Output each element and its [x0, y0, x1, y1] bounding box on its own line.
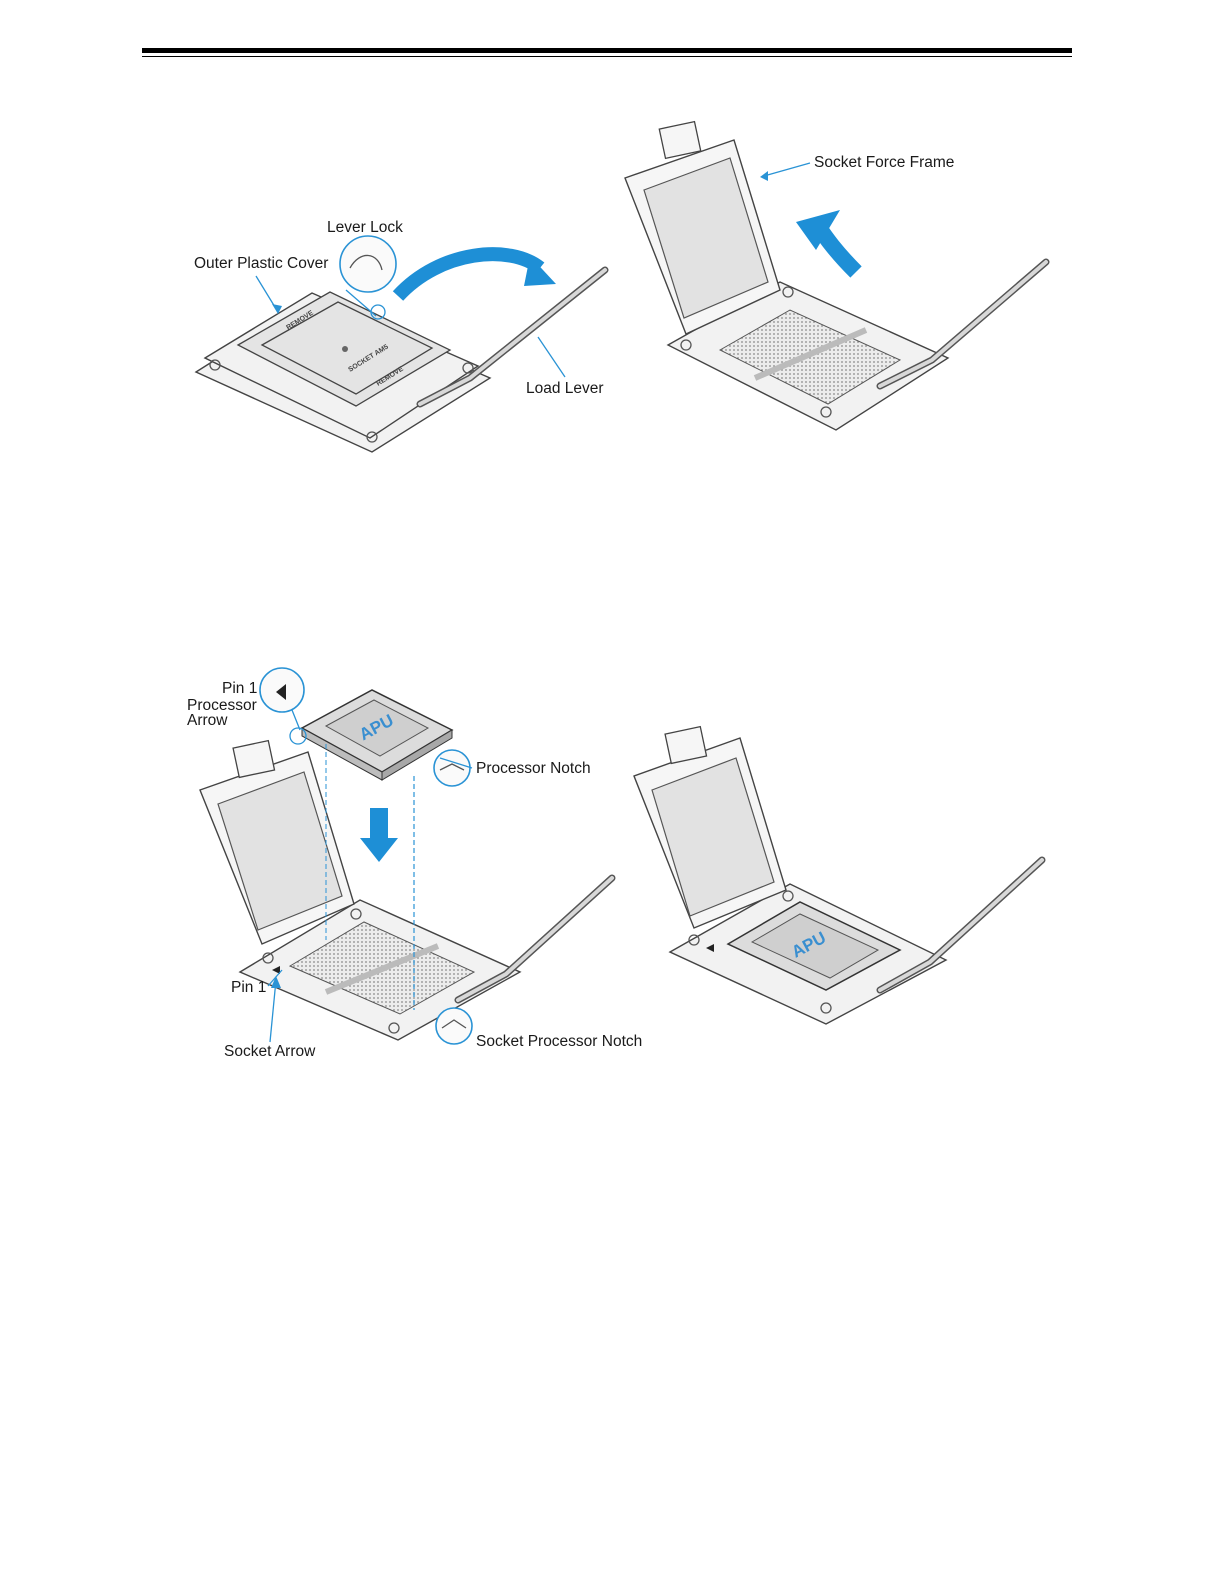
label-load-lever: Load Lever	[526, 380, 604, 397]
cover-center-dot	[342, 346, 348, 352]
figure-insert-processor: APU Pin 1 Processor Arrow Processor Notc…	[187, 668, 642, 1060]
figure-processor-installed: APU	[634, 727, 1042, 1024]
frame-tab-2	[659, 122, 700, 159]
label-pin1-processor-arrow-l1: Pin 1	[222, 680, 257, 697]
open-lever-arrow	[398, 254, 540, 296]
label-pin1: Pin 1	[231, 979, 266, 996]
insert-down-arrow	[360, 808, 398, 862]
label-pin1-processor-arrow-l3: Arrow	[187, 712, 228, 729]
label-lever-lock: Lever Lock	[327, 219, 403, 236]
label-processor-notch: Processor Notch	[476, 760, 591, 777]
processor-notch-zoom	[434, 750, 470, 786]
frame-tab-3	[233, 741, 274, 778]
label-socket-force-frame: Socket Force Frame	[814, 154, 954, 171]
figure-force-frame-open: Socket Force Frame	[625, 122, 1046, 430]
leader-socket-arrow	[270, 980, 276, 1042]
figure-socket-with-cover: REMOVE SOCKET AM5 REMOVE Lever Lock Oute…	[194, 219, 605, 452]
lever-lock-zoom-circle	[340, 236, 396, 292]
pin1-zoom-leader	[292, 710, 300, 730]
leader-socket-force-frame-tip	[760, 171, 768, 181]
socket-notch-zoom	[436, 1008, 472, 1044]
label-socket-arrow: Socket Arrow	[224, 1043, 316, 1060]
leader-socket-force-frame	[764, 163, 810, 176]
label-outer-plastic-cover: Outer Plastic Cover	[194, 255, 328, 272]
leader-load-lever	[538, 337, 565, 377]
frame-tab-4	[665, 727, 706, 764]
label-socket-processor-notch: Socket Processor Notch	[476, 1033, 642, 1050]
